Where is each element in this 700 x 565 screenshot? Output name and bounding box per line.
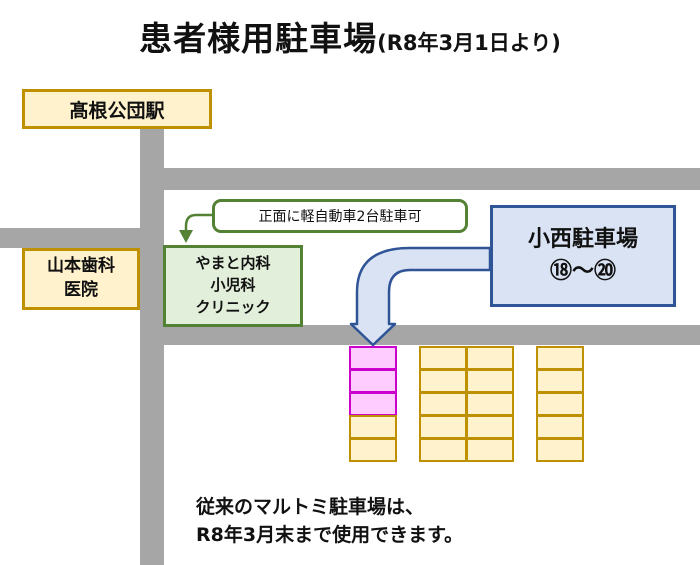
road-left-horizontal [0, 228, 164, 248]
road-upper-horizontal [140, 168, 700, 190]
parking-space-19 [349, 369, 397, 393]
parking-space [349, 438, 397, 462]
parking-space [466, 438, 514, 462]
yamato-clinic-label: やまと内科 小児科 クリニック [163, 245, 303, 327]
parking-space [466, 369, 514, 393]
station-name: 髙根公団駅 [69, 99, 165, 122]
kei-car-callout: 正面に軽自動車2台駐車可 [212, 199, 468, 233]
road-vertical-main [140, 125, 164, 565]
dental-clinic-label: 山本歯科 医院 [22, 248, 140, 310]
parking-space [536, 438, 584, 462]
notice-line1: 従来のマルトミ駐車場は、 [196, 496, 425, 518]
kei-car-arrow [179, 213, 212, 243]
notice-text: 従来のマルトミ駐車場は、 R8年3月末まで使用できます。 [196, 494, 656, 549]
map-title: 患者様用駐車場(R8年3月1日より) [0, 12, 700, 60]
title-date: (R8年3月1日より) [377, 31, 561, 55]
clinic-name-line2: 小児科 [210, 276, 256, 295]
parking-space [419, 438, 467, 462]
clinic-name-line3: クリニック [195, 297, 271, 316]
parking-entrance-arrow [349, 246, 492, 347]
parking-space [536, 415, 584, 439]
clinic-name-line1: やまと内科 [195, 254, 271, 273]
parking-name: 小西駐車場 [527, 227, 638, 253]
parking-space-numbers: ⑱〜⑳ [549, 259, 616, 284]
station-label: 髙根公団駅 [22, 89, 212, 129]
dental-name-line1: 山本歯科 [47, 256, 115, 277]
konishi-parking-label: 小西駐車場 ⑱〜⑳ [490, 205, 676, 307]
parking-space [466, 392, 514, 416]
parking-space-18 [349, 346, 397, 370]
road-lower-horizontal [140, 325, 700, 345]
title-main: 患者様用駐車場 [139, 19, 378, 58]
parking-space-20 [349, 392, 397, 416]
kei-car-callout-text: 正面に軽自動車2台駐車可 [258, 209, 422, 225]
notice-line2: R8年3月末まで使用できます。 [196, 523, 464, 546]
parking-space [536, 346, 584, 370]
dental-name-line2: 医院 [64, 280, 98, 300]
